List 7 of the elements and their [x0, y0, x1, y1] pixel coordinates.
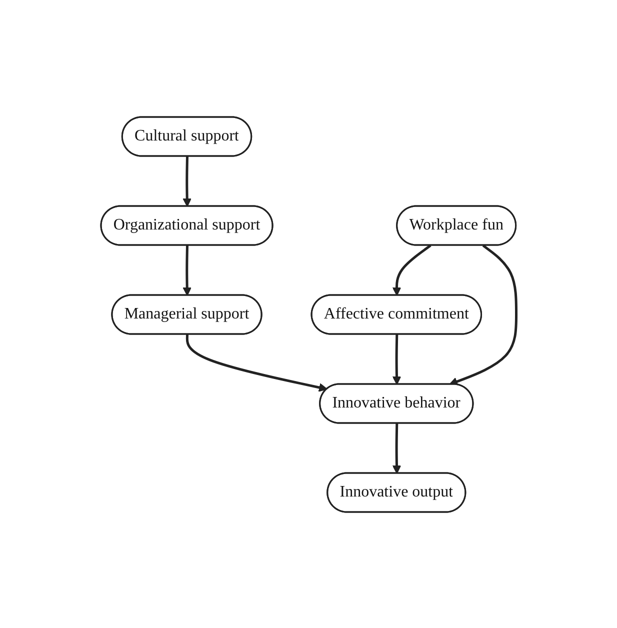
- arrow: [392, 422, 401, 474]
- arrow: [448, 244, 518, 386]
- arrow: [186, 334, 328, 392]
- arrow: [392, 334, 401, 384]
- arrow: [182, 156, 192, 206]
- arrow: [392, 244, 432, 296]
- arrow: [182, 244, 192, 296]
